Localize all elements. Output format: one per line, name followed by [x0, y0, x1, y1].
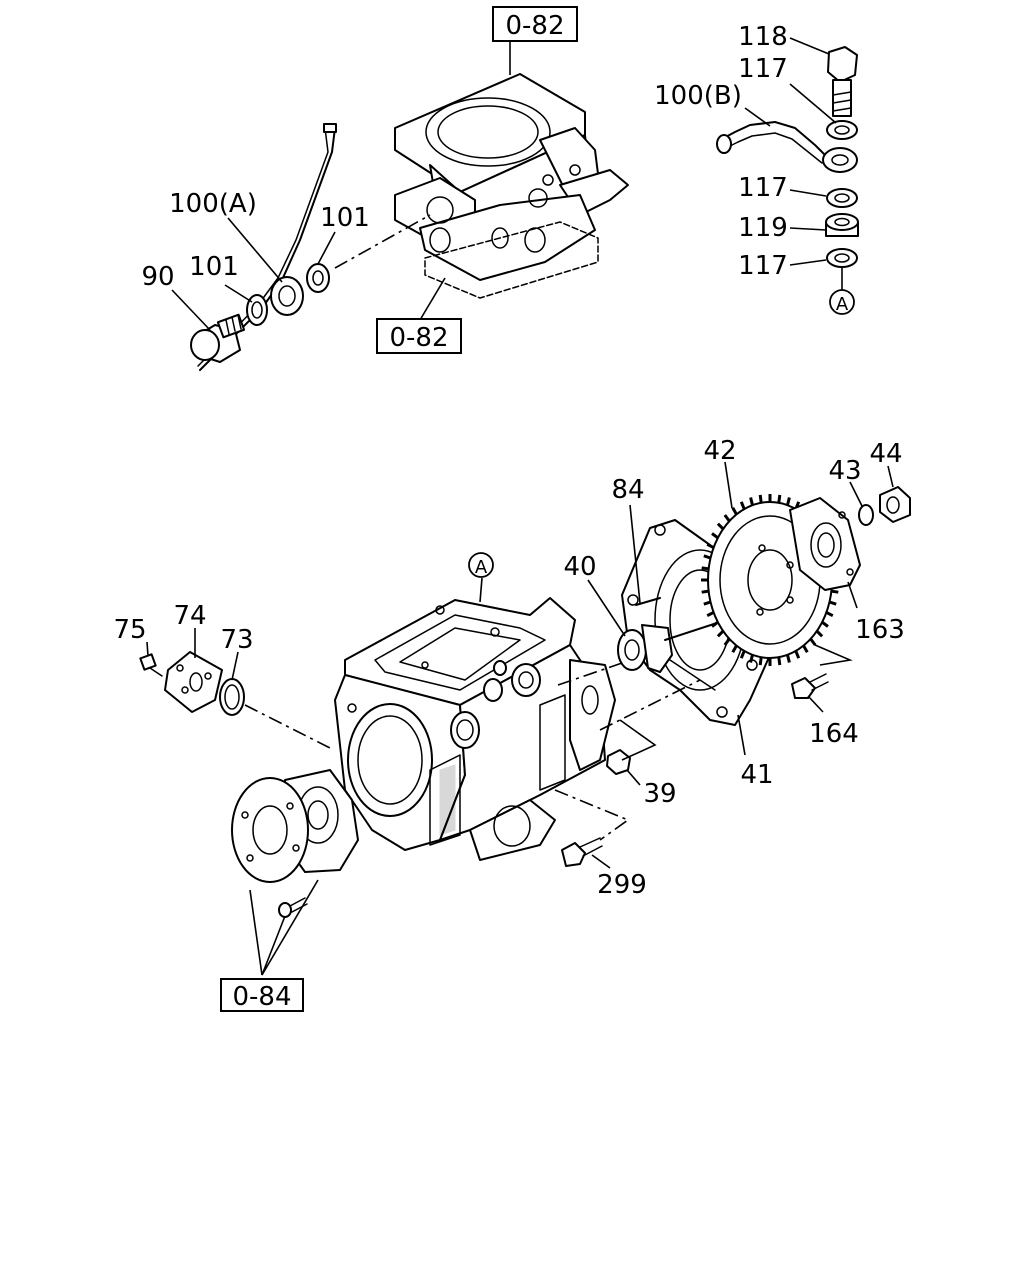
marker-a-top-right-label: A: [836, 294, 849, 315]
gear-tooth: [786, 654, 791, 663]
ref-box-top-upper: [492, 6, 578, 42]
gear-tooth: [711, 620, 719, 628]
washer-117-top: [826, 120, 858, 140]
gear-tooth: [821, 620, 829, 628]
washer-101-left: [246, 294, 268, 326]
callout-41: 41: [740, 760, 773, 790]
gear-tooth: [809, 637, 817, 646]
ref-box-top-lower: [376, 318, 462, 354]
leader-lines: [146, 37, 894, 869]
callout-117-bottom: 117: [738, 251, 788, 281]
callout-117-mid: 117: [738, 173, 788, 203]
callout-299: 299: [597, 870, 647, 900]
callout-90: 90: [141, 262, 174, 292]
callout-118: 118: [738, 22, 788, 52]
gear-tooth: [758, 494, 763, 503]
front-plate-front: [231, 777, 309, 883]
callout-75: 75: [113, 615, 146, 645]
gear-tooth: [831, 589, 839, 594]
callout-119: 119: [738, 213, 788, 243]
stud-84: [635, 597, 661, 606]
pump-housing: [334, 597, 616, 861]
washer-117-bottom: [826, 248, 858, 268]
gear-tooth: [706, 611, 715, 618]
governor-housing-top: [394, 73, 629, 299]
screw-0-84: [278, 897, 308, 918]
gear-tooth: [701, 589, 709, 594]
oil-seal-40: [617, 624, 673, 673]
callout-39: 39: [643, 779, 676, 809]
eye-100a: [270, 276, 304, 316]
callout-101-right: 101: [320, 203, 370, 233]
callout-44: 44: [869, 439, 902, 469]
cover-plate-74: [164, 651, 223, 713]
gear-tooth: [703, 600, 711, 606]
gear-tooth: [794, 650, 801, 659]
callout-100a: 100(A): [169, 189, 257, 219]
gear-tooth: [777, 657, 782, 666]
ref-box-top-upper-label: 0-82: [505, 11, 564, 41]
callout-100b: 100(B): [654, 81, 742, 111]
callout-84: 84: [611, 475, 644, 505]
gear-tooth: [711, 532, 719, 540]
callout-43: 43: [828, 456, 861, 486]
gear-tooth: [716, 630, 725, 638]
gear-tooth: [723, 514, 731, 523]
nut-44: [879, 486, 911, 523]
callout-40: 40: [563, 552, 596, 582]
gear-tooth: [716, 522, 725, 530]
washer-101-right: [306, 263, 330, 293]
gear-tooth: [703, 554, 711, 560]
snap-ring-43: [858, 504, 874, 526]
callout-163: 163: [855, 615, 905, 645]
gear-tooth: [802, 644, 809, 654]
gear-tooth: [723, 637, 731, 646]
gear-tooth: [825, 611, 834, 618]
pipe-100b: [716, 121, 858, 173]
gear-tooth: [739, 650, 746, 659]
callout-164: 164: [809, 719, 859, 749]
bolt-164: [791, 673, 829, 699]
ref-box-bottom-label: 0-84: [232, 982, 291, 1012]
ref-box-top-lower-label: 0-82: [389, 323, 448, 353]
gear-tooth: [777, 494, 782, 503]
ref-box-bottom: [220, 978, 304, 1012]
bolt-299: [561, 837, 603, 867]
eye-bolt-90: [190, 313, 246, 363]
gear-tooth: [739, 501, 746, 510]
callout-74: 74: [173, 601, 206, 631]
washer-117-mid: [826, 188, 858, 208]
gear-tooth: [731, 644, 738, 654]
gear-tooth: [829, 600, 837, 606]
callout-73: 73: [220, 625, 253, 655]
gear-tooth: [701, 566, 709, 571]
marker-a-main-body-label: A: [475, 557, 488, 578]
marker-a-top-right: [829, 289, 855, 315]
gear-tooth: [731, 506, 738, 516]
gear-tooth: [758, 657, 763, 666]
banjo-bolt-118: [827, 46, 858, 117]
gear-tooth: [749, 497, 754, 506]
marker-a-main-body: [468, 552, 494, 578]
gear-tooth: [749, 654, 754, 663]
screw-75: [139, 653, 163, 677]
callout-42: 42: [703, 436, 736, 466]
gear-tooth: [706, 542, 715, 549]
callout-101-left: 101: [189, 252, 239, 282]
hub-163: [789, 497, 861, 591]
gear-tooth: [815, 630, 824, 638]
callout-117-top: 117: [738, 54, 788, 84]
spacer-119: [825, 213, 859, 237]
gear-tooth: [786, 497, 791, 506]
